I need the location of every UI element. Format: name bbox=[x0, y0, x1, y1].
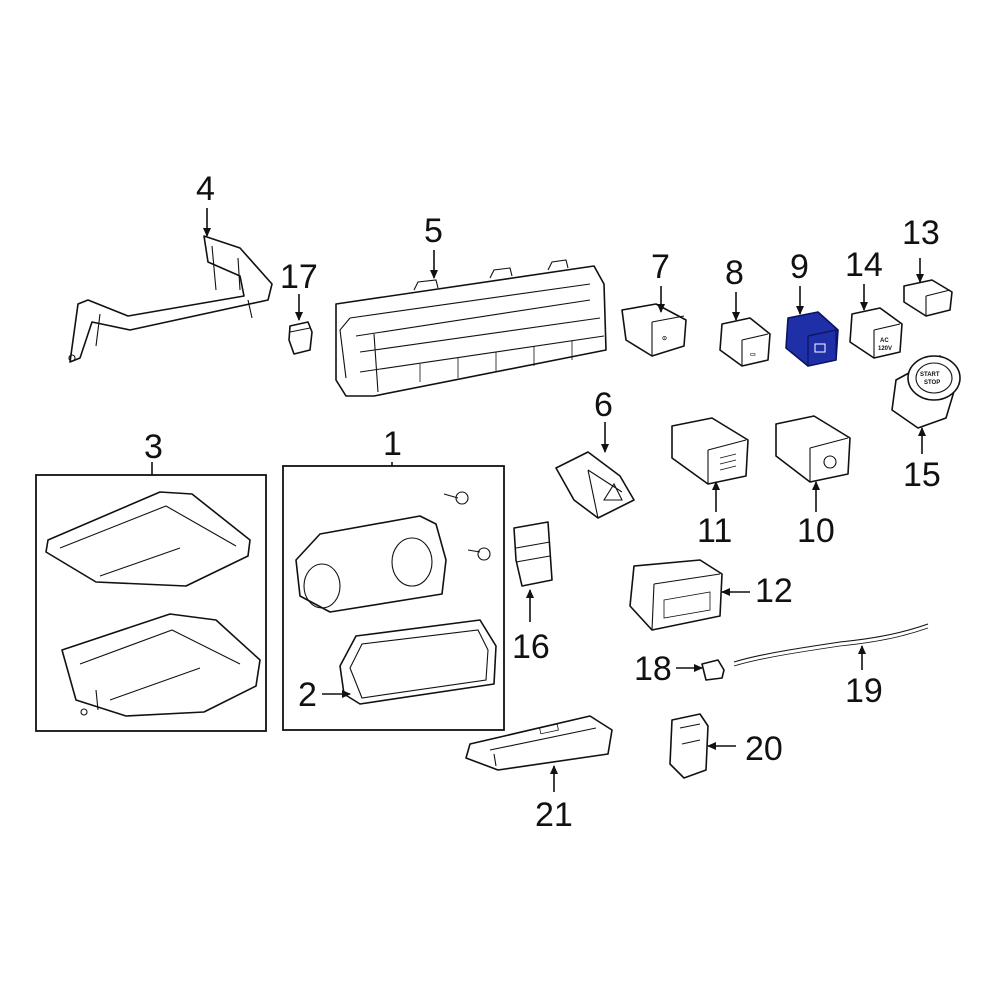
callout-10: 10 bbox=[797, 512, 835, 550]
callout-1: 1 bbox=[383, 425, 402, 463]
callout-16: 16 bbox=[512, 628, 550, 666]
callout-9: 9 bbox=[790, 248, 809, 286]
callout-6: 6 bbox=[594, 386, 613, 424]
callout-18: 18 bbox=[634, 650, 672, 688]
svg-text:▭: ▭ bbox=[750, 352, 756, 358]
part-7-switch[interactable]: ⊙ bbox=[621, 303, 687, 357]
leader-arrows bbox=[151, 208, 926, 792]
part-3-glove-box-box bbox=[35, 474, 267, 732]
start-stop-marking-line1: START bbox=[920, 372, 940, 378]
callout-labels: 4 17 5 7 8 9 14 13 15 6 11 10 16 12 18 1… bbox=[144, 170, 941, 834]
part-12-control-panel[interactable] bbox=[629, 559, 723, 631]
part-4-bracket[interactable] bbox=[68, 235, 273, 363]
part-9-switch-highlighted[interactable] bbox=[785, 311, 839, 367]
part-6-hazard-switch[interactable] bbox=[555, 451, 635, 519]
part-21-charger-tray[interactable] bbox=[465, 715, 613, 771]
callout-20: 20 bbox=[745, 730, 783, 768]
part-1-instrument-cluster[interactable] bbox=[295, 491, 491, 613]
part-19-wire[interactable] bbox=[733, 623, 929, 667]
callout-21: 21 bbox=[535, 796, 573, 834]
outlet-marking-line1: AC bbox=[880, 338, 889, 344]
part-20-sensor[interactable] bbox=[669, 713, 709, 779]
svg-text:⊙: ⊙ bbox=[662, 336, 667, 342]
callout-8: 8 bbox=[725, 254, 744, 292]
part-3-glove-box[interactable] bbox=[45, 491, 261, 717]
callout-19: 19 bbox=[845, 672, 883, 710]
callout-5: 5 bbox=[424, 212, 443, 250]
part-8-switch[interactable]: ▭ bbox=[719, 317, 771, 367]
callout-7: 7 bbox=[651, 248, 670, 286]
callout-4: 4 bbox=[196, 170, 215, 208]
part-16-connector[interactable] bbox=[513, 521, 553, 587]
part-5-center-panel[interactable] bbox=[335, 259, 607, 397]
part-17-clip[interactable] bbox=[288, 321, 313, 355]
part-15-start-stop-button[interactable]: START STOP bbox=[891, 355, 961, 429]
part-1-instrument-cluster-box bbox=[282, 465, 505, 731]
callout-15: 15 bbox=[903, 456, 941, 494]
callout-14: 14 bbox=[845, 246, 883, 284]
callout-12: 12 bbox=[755, 572, 793, 610]
part-2-cluster-lens[interactable] bbox=[339, 619, 497, 705]
outlet-marking-line2: 120V bbox=[878, 346, 892, 352]
callout-13: 13 bbox=[902, 214, 940, 252]
callout-3: 3 bbox=[144, 428, 163, 466]
callout-2: 2 bbox=[298, 676, 317, 714]
part-10-switch[interactable] bbox=[775, 415, 851, 483]
callout-17: 17 bbox=[280, 258, 318, 296]
part-13-switch[interactable] bbox=[903, 279, 953, 317]
start-stop-marking-line2: STOP bbox=[924, 380, 940, 386]
part-18-sensor[interactable] bbox=[701, 659, 725, 681]
part-14-outlet-switch[interactable]: AC 120V bbox=[849, 307, 903, 359]
callout-11: 11 bbox=[697, 512, 732, 550]
part-11-switch[interactable] bbox=[671, 417, 749, 485]
